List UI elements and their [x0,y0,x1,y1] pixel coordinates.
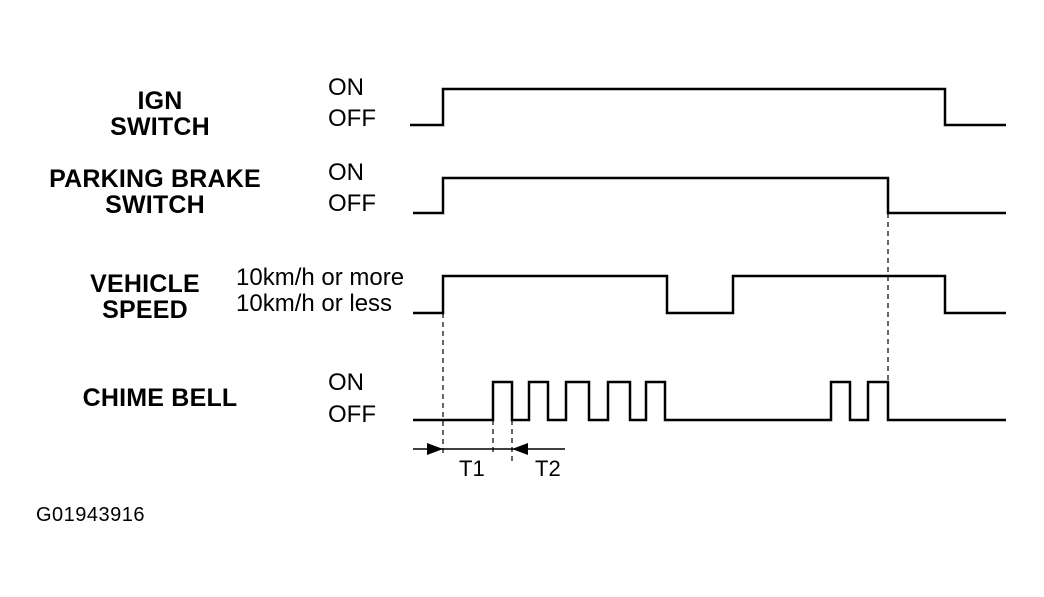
t2-arrowhead [512,443,528,455]
parking-brake-label-line1: PARKING BRAKE [49,165,261,193]
vehicle-speed-label-line1: VEHICLE [90,270,200,298]
ign-switch-label: IGN SWITCH [110,88,210,140]
figure-id: G01943916 [36,504,146,526]
chime-bell-label: CHIME BELL [60,385,260,411]
chime-off-label: OFF [328,401,376,428]
parking-brake-switch-label: PARKING BRAKE SWITCH [20,166,290,218]
vehicle-speed-waveform [413,274,1006,315]
parking-off-label: OFF [328,190,376,217]
ign-switch-label-line2: SWITCH [110,113,210,141]
ign-on-label: ON [328,74,364,101]
t2-label: T2 [535,456,561,481]
vehicle-speed-label-line2: SPEED [102,296,188,324]
t1-arrowhead [427,443,443,455]
parking-brake-waveform [413,176,1006,215]
ign-switch-waveform [410,87,1006,127]
ign-switch-label-line1: IGN [137,87,183,115]
chime-bell-label-line1: CHIME BELL [82,384,238,412]
parking-brake-label-line2: SWITCH [105,191,205,219]
t1-label: T1 [459,456,485,481]
chime-on-label: ON [328,369,364,396]
ign-off-label: OFF [328,105,376,132]
speed-high-label: 10km/h or more [236,264,405,291]
vehicle-speed-label: VEHICLE SPEED [70,271,220,323]
speed-low-label: 10km/h or less [236,290,393,317]
chime-bell-waveform [413,380,1006,422]
parking-on-label: ON [328,159,364,186]
